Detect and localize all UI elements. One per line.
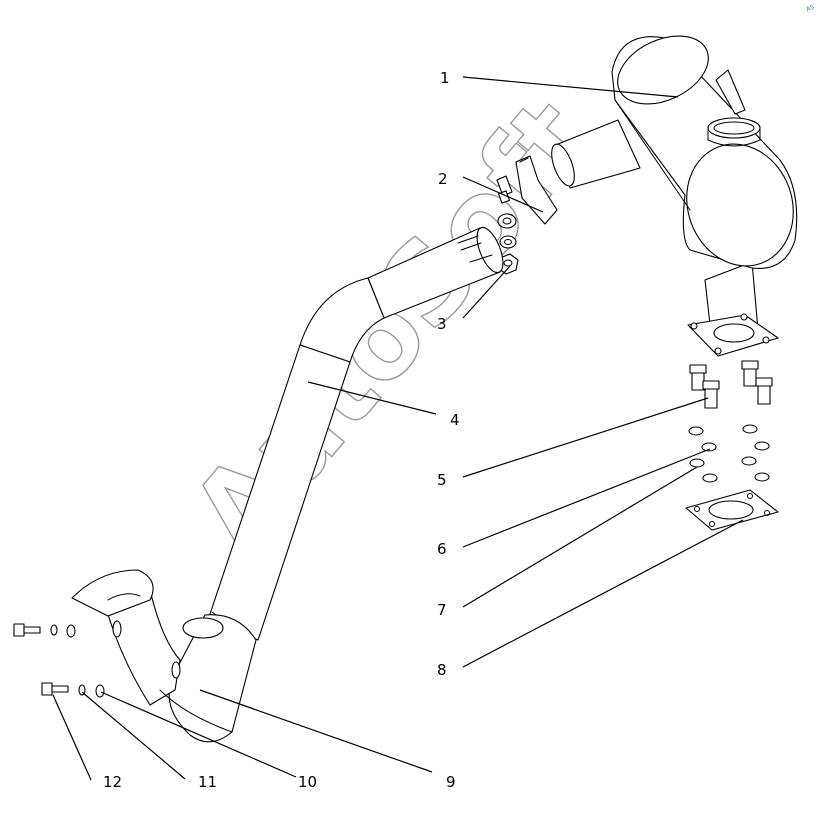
callout-9: 9	[446, 773, 456, 791]
callout-1: 1	[440, 69, 450, 87]
corner-mark: AS	[805, 4, 815, 14]
part-bolts-left	[13, 623, 105, 698]
part-tail-elbow	[71, 569, 257, 743]
part-washers-right	[688, 424, 770, 483]
part-gasket	[685, 489, 779, 531]
callout-8: 8	[437, 661, 447, 679]
callout-10: 10	[298, 773, 317, 791]
callout-4: 4	[450, 411, 460, 429]
callout-numbers: 1 2 3 4 5 6 7 8 9 10 11 12	[103, 69, 460, 791]
callout-5: 5	[437, 471, 447, 489]
callout-2: 2	[438, 170, 448, 188]
callout-7: 7	[437, 601, 447, 619]
callout-11: 11	[198, 773, 217, 791]
callout-3: 3	[437, 315, 447, 333]
callout-12: 12	[103, 773, 122, 791]
callout-6: 6	[437, 540, 447, 558]
part-bolts-right	[689, 360, 773, 409]
watermark: AutoSoft	[167, 76, 617, 577]
leader-lines	[52, 76, 744, 781]
